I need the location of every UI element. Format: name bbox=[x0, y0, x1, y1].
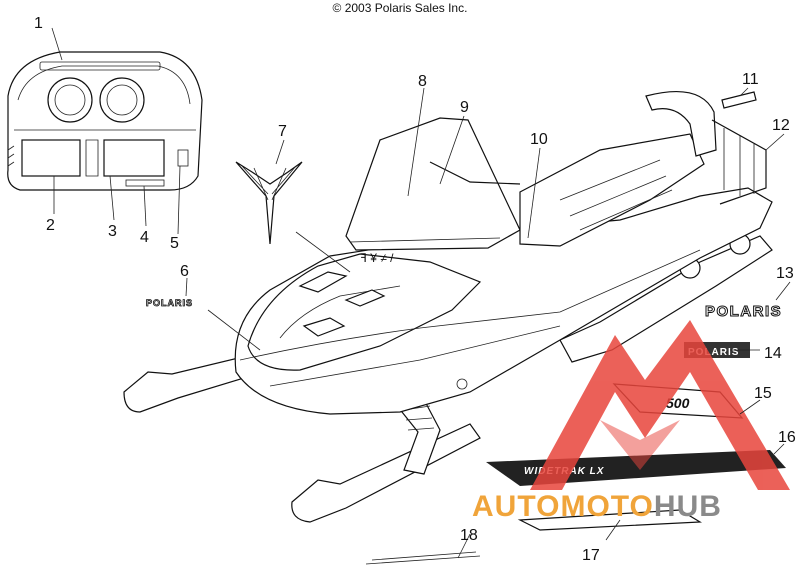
decal-11 bbox=[721, 91, 757, 109]
decal-500: 500 bbox=[666, 395, 690, 411]
callout-15: 15 bbox=[754, 385, 772, 402]
decal-18 bbox=[365, 551, 481, 565]
callout-7: 7 bbox=[278, 123, 287, 140]
watermark-text: AUTOMOTOHUB bbox=[472, 490, 722, 523]
callout-14: 14 bbox=[764, 345, 782, 362]
decal-polaris-large: POLARIS bbox=[705, 303, 782, 320]
callout-9: 9 bbox=[460, 99, 469, 116]
callout-10: 10 bbox=[530, 131, 548, 148]
decal-17 bbox=[517, 509, 703, 531]
callout-12: 12 bbox=[772, 117, 790, 134]
callout-13: 13 bbox=[776, 265, 794, 282]
callout-1: 1 bbox=[34, 15, 43, 32]
callout-2: 2 bbox=[46, 217, 55, 234]
callout-11: 11 bbox=[742, 71, 759, 88]
leader-lines bbox=[51, 27, 791, 559]
hood-emblem bbox=[235, 161, 303, 245]
watermark-logo bbox=[530, 320, 790, 490]
dashboard-panel bbox=[7, 51, 203, 191]
decal-polaris-14: POLARIS bbox=[688, 347, 739, 358]
windshield-mark: ꟻ ¥ ≠ / bbox=[360, 251, 394, 265]
watermark-hub: HUB bbox=[654, 490, 722, 523]
callout-18: 18 bbox=[460, 527, 478, 544]
callout-17: 17 bbox=[582, 547, 600, 564]
callout-3: 3 bbox=[108, 223, 117, 240]
callout-16: 16 bbox=[778, 429, 796, 446]
decal-polaris-small: POLARIS bbox=[146, 298, 193, 308]
callouts: 1 2 3 4 5 6 7 8 9 10 11 12 13 14 15 16 1… bbox=[34, 15, 796, 564]
copyright-notice: © 2003 Polaris Sales Inc. bbox=[333, 1, 468, 15]
callout-4: 4 bbox=[140, 229, 149, 246]
callout-5: 5 bbox=[170, 235, 179, 252]
watermark-moto: MOTO bbox=[560, 490, 653, 523]
snowmobile-illustration: ꟻ ¥ ≠ / bbox=[123, 90, 773, 523]
callout-8: 8 bbox=[418, 73, 427, 90]
watermark-auto: AUTO bbox=[472, 490, 560, 523]
callout-6: 6 bbox=[180, 263, 189, 280]
